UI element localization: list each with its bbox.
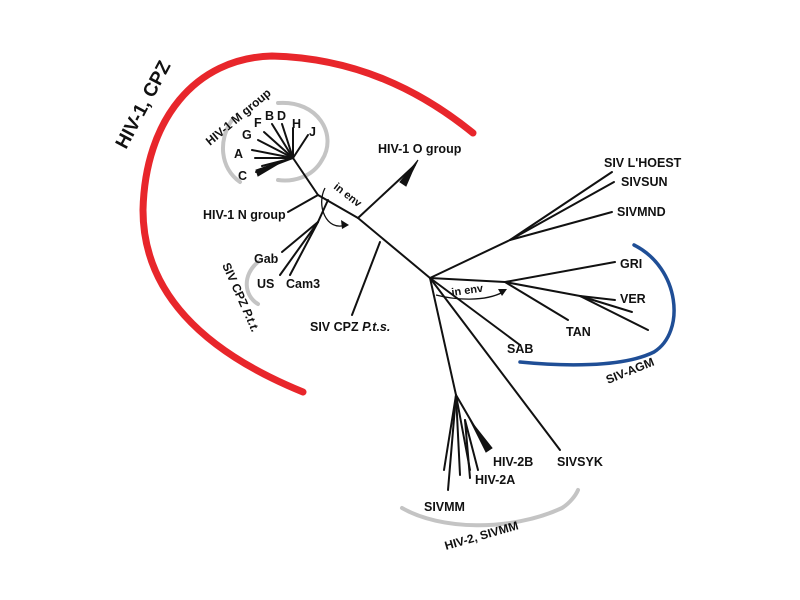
branch-hiv2-stem [429, 277, 457, 396]
siv-cpz-ptt-arc [244, 260, 260, 306]
leaf-label-siv-lhoest: SIV L'HOEST [604, 156, 682, 170]
branch-ver-stem [504, 281, 581, 297]
branch-sivmm-1 [447, 394, 457, 491]
branch-n-group [287, 194, 319, 213]
branch-siv-cpz-pts [351, 241, 381, 316]
leaf-label-hiv2a: HIV-2A [475, 473, 515, 487]
branch-m-group-stem [292, 157, 319, 196]
in-env-arrowhead-lower [498, 289, 507, 296]
branch-tan [504, 281, 569, 321]
leaf-label-sab: SAB [507, 342, 533, 356]
branch-sivmm-2 [443, 394, 457, 471]
hiv1-m-group-left-arc [220, 118, 242, 184]
in-env-label-lower: in env [451, 283, 485, 299]
branch-ver-1 [579, 295, 616, 301]
clade-triangle-subtype-c [255, 159, 286, 177]
branch-sivmm-3 [455, 394, 461, 476]
leaf-label-sivmm: SIVMM [424, 500, 465, 514]
branch-agm-3 [579, 295, 649, 331]
hiv1-cpz-arc [139, 52, 477, 396]
leaf-label-tan: TAN [566, 325, 591, 339]
subtype-label-d: D [277, 109, 286, 123]
branch-subtype-b [271, 123, 294, 159]
siv-cpz-pts-italic: P.t.s. [362, 320, 390, 334]
subtype-label-c: C [238, 169, 247, 183]
branch-sivsun [509, 181, 615, 241]
subtype-label-j: J [309, 125, 316, 139]
siv-cpz-ptt-italic: P.t.t. [240, 306, 263, 334]
branch-sivmnd [509, 211, 613, 241]
branch-agm-stem [429, 277, 506, 283]
branch-us [279, 221, 319, 276]
branch-sab [429, 277, 521, 346]
leaf-label-us: US [257, 277, 274, 291]
in-env-arrow-upper [321, 187, 347, 227]
in-env-arrow-lower [435, 291, 504, 300]
branch-subtype-j [292, 134, 309, 159]
subtype-label-g: G [242, 128, 252, 142]
subtype-label-h: H [292, 117, 301, 131]
branch-subtype-f [263, 131, 294, 159]
hiv1-cpz-label: HIV-1, CPZ [112, 57, 176, 152]
branch-subtype-d [281, 123, 294, 159]
hiv2-sivmm-arc [400, 488, 580, 528]
branch-siv-lhoest [509, 171, 613, 241]
leaf-label-hiv1-n-group: HIV-1 N group [203, 208, 286, 222]
branch-subtype-a [251, 149, 294, 159]
leaf-label-gab: Gab [254, 252, 279, 266]
leaf-label-sivsun: SIVSUN [621, 175, 668, 189]
branch-gab [281, 221, 319, 253]
subtype-label-a: A [234, 147, 243, 161]
leaf-label-hiv2b: HIV-2B [493, 455, 533, 469]
clade-triangle-hiv2b [469, 419, 493, 453]
leaf-label-gri: GRI [620, 257, 642, 271]
branch-hiv2a-1 [464, 419, 471, 479]
trunk-right [357, 217, 431, 279]
branch-gri [504, 261, 616, 283]
branch-ver-2 [579, 295, 633, 313]
leaf-label-hiv1-o-group: HIV-1 O group [378, 142, 462, 156]
leaf-label-sivsyk: SIVSYK [557, 455, 603, 469]
leaf-label-cam3: Cam3 [286, 277, 320, 291]
leaf-label-siv-cpz-pts: SIV CPZ P.t.s. [310, 320, 390, 334]
trunk-left [317, 194, 359, 219]
leaf-label-sivmnd: SIVMND [617, 205, 666, 219]
siv-cpz-ptt-label: SIV CPZ P.t.t. [219, 261, 262, 335]
branch-hiv2a-2 [464, 419, 479, 471]
hiv1-m-group-label: HIV-1 M group [203, 86, 274, 149]
branch-m-extra-2 [261, 157, 294, 167]
siv-agm-arc [518, 243, 676, 367]
branch-hiv1-o [357, 164, 416, 219]
siv-cpz-pts-prefix: SIV CPZ [310, 320, 362, 334]
subtype-label-b: B [265, 109, 274, 123]
branch-subtype-g [257, 139, 294, 159]
branch-cam3 [289, 221, 319, 276]
tree-branches [251, 123, 649, 491]
subtype-label-f: F [254, 116, 262, 130]
in-env-arrowhead-upper [341, 220, 349, 229]
leaf-label-ver: VER [620, 292, 646, 306]
clade-triangle-hiv1-o [399, 159, 419, 187]
branch-lhoest-stem [429, 239, 511, 279]
hiv1-m-group-arc [276, 100, 330, 183]
branch-sivsyk [429, 277, 561, 451]
